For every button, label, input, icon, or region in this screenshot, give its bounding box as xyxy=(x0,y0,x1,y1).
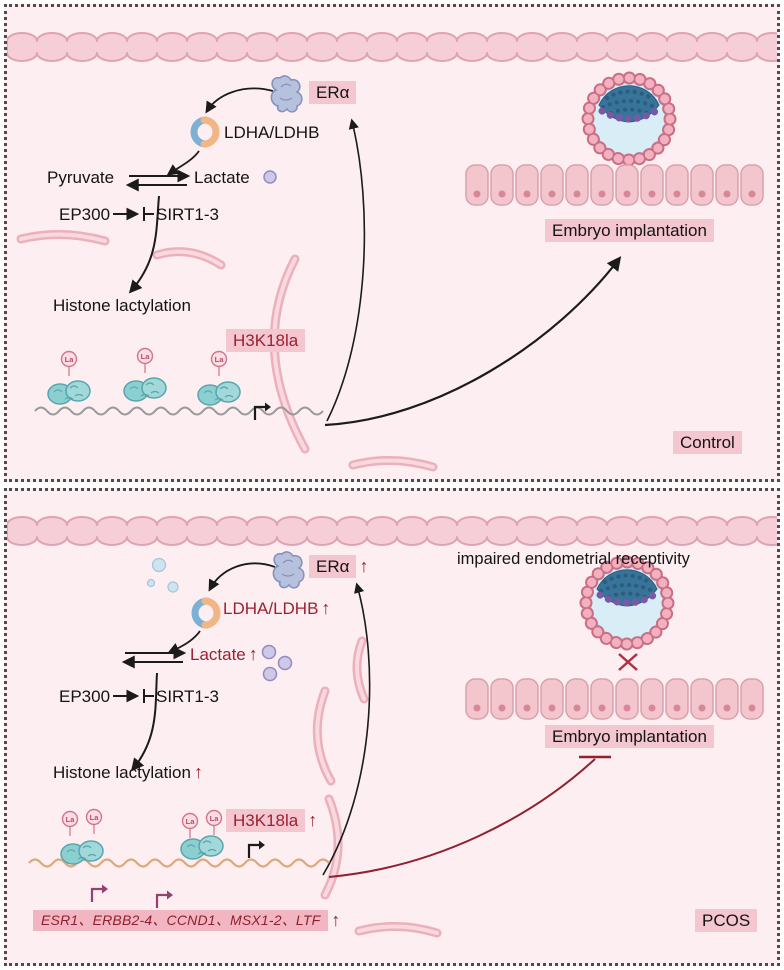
lactate-label: Lactate xyxy=(194,167,250,188)
transcription-arrow-icon xyxy=(155,889,175,910)
control-panel: La La La ERα LDHA/LDHB Pyruvate Lactate … xyxy=(4,4,780,482)
la-tag-label: La xyxy=(90,813,100,822)
la-tag-label: La xyxy=(65,355,75,364)
nucleosome-icon xyxy=(180,835,224,860)
arrow-era-to-ldh xyxy=(205,87,274,114)
h3k18la-increase-arrow: ↑ xyxy=(308,810,318,831)
blastocyst-icon xyxy=(588,78,670,160)
panel-title-pcos-text: PCOS xyxy=(695,909,758,933)
lactate-molecule-icon xyxy=(263,170,277,184)
era-label-text: ERα xyxy=(309,81,357,105)
lactate-to-histone-arrow xyxy=(128,195,160,294)
nucleosome-icon xyxy=(197,381,241,406)
ldh-label: LDHA/LDHB xyxy=(224,122,319,143)
embryo-implantation-text: Embryo implantation xyxy=(545,725,714,749)
pyruvate-label-text: Pyruvate xyxy=(47,168,115,187)
embryo-implantation-label: Embryo implantation xyxy=(545,219,714,243)
feedback-arrow-to-era xyxy=(322,582,371,876)
transcription-arrow-icon xyxy=(247,839,267,860)
lactate-increase-arrow: ↑ xyxy=(248,644,258,664)
nucleosome-icon xyxy=(123,377,167,402)
era-protein-icon xyxy=(270,75,303,113)
lactate-molecule-icon xyxy=(261,644,293,682)
sirt-inhibition-bar xyxy=(143,689,154,703)
ldh-increase-arrow: ↑ xyxy=(321,598,331,618)
panel-title-pcos: PCOS xyxy=(695,909,758,933)
lactate-to-histone-arrow xyxy=(130,672,158,772)
cell-membrane xyxy=(7,516,777,546)
lactate-label-text: Lactate xyxy=(194,168,250,187)
nucleosome-icon xyxy=(47,380,91,405)
embryo-implantation-label: Embryo implantation xyxy=(545,725,714,749)
h3k18la-label-text: H3K18la xyxy=(226,809,306,833)
histone-lactylation-label: Histone lactylation ↑ xyxy=(53,761,203,784)
impaired-inhibition-arrow xyxy=(328,755,611,878)
transcription-arrow-icon xyxy=(90,883,110,904)
era-label-text: ERα xyxy=(309,555,357,579)
endometrial-epithelium xyxy=(465,678,764,720)
arrow-ldh-to-reaction xyxy=(167,630,201,654)
la-tag-label: La xyxy=(66,815,76,824)
lactate-label-text: Lactate xyxy=(190,644,246,664)
era-label: ERα ↑ xyxy=(309,555,369,579)
h3k18la-label-text: H3K18la xyxy=(226,329,306,353)
endometrial-epithelium xyxy=(465,164,764,206)
implantation-block-x xyxy=(618,653,638,671)
la-tag-label: La xyxy=(186,817,196,826)
ep300-label-text: EP300 xyxy=(59,687,111,706)
histone-lactylation-text: Histone lactylation xyxy=(53,296,191,315)
implantation-arrow xyxy=(324,256,622,427)
impaired-receptivity-text: impaired endometrial receptivity xyxy=(457,550,690,568)
ep300-label: EP300 xyxy=(59,204,110,225)
ldh-label-text: LDHA/LDHB xyxy=(223,598,319,618)
ldh-enzyme-icon xyxy=(195,601,217,625)
lactate-label: Lactate ↑ xyxy=(190,643,258,666)
embryo-implantation-text: Embryo implantation xyxy=(545,219,714,243)
sirt-label: SIRT1-3 xyxy=(156,204,219,225)
er-tubule-icon xyxy=(312,636,442,938)
feedback-arrow-to-era xyxy=(326,118,366,422)
arrow-ldh-to-reaction xyxy=(166,150,200,176)
panel-title-control: Control xyxy=(673,431,742,455)
h3k18la-label: H3K18la ↑ xyxy=(226,809,318,833)
secreted-vesicles xyxy=(146,557,179,593)
upregulated-genes-label: ESR1、ERBB2-4、CCND1、MSX1-2、LTF ↑ xyxy=(33,909,340,932)
la-tag-label: La xyxy=(210,814,220,823)
era-increase-arrow: ↑ xyxy=(359,556,369,577)
histone-lactylation-label: Histone lactylation xyxy=(53,295,191,316)
upregulated-genes-text: ESR1、ERBB2-4、CCND1、MSX1-2、LTF xyxy=(33,909,329,931)
panel-title-control-text: Control xyxy=(673,431,742,455)
impaired-receptivity-label: impaired endometrial receptivity xyxy=(457,549,690,570)
ep300-label-text: EP300 xyxy=(59,205,111,224)
cell-membrane xyxy=(7,32,777,62)
sirt-label: SIRT1-3 xyxy=(156,686,219,707)
sirt-label-text: SIRT1-3 xyxy=(156,687,219,706)
ldh-label: LDHA/LDHB ↑ xyxy=(223,597,330,620)
la-tag-label: La xyxy=(215,355,225,364)
histone-lactylation-text: Histone lactylation xyxy=(53,762,191,782)
ldh-label-text: LDHA/LDHB xyxy=(224,123,320,142)
arrow-era-to-ldh xyxy=(208,562,276,592)
la-tag-label: La xyxy=(141,352,151,361)
era-protein-icon xyxy=(272,551,305,589)
dna-strand xyxy=(34,406,324,416)
blastocyst-icon xyxy=(586,562,668,644)
histone-increase-arrow: ↑ xyxy=(193,762,203,782)
ep300-label: EP300 xyxy=(59,686,110,707)
nucleosome-icon xyxy=(60,840,104,865)
genes-increase-arrow: ↑ xyxy=(331,910,341,930)
sirt-label-text: SIRT1-3 xyxy=(156,205,219,224)
pcos-panel: La La La La ERα ↑ impaired endometrial r… xyxy=(4,488,780,966)
era-label: ERα xyxy=(309,81,357,105)
ldh-enzyme-icon xyxy=(194,120,216,144)
h3k18la-label: H3K18la xyxy=(226,329,306,353)
pyruvate-label: Pyruvate xyxy=(47,167,114,188)
sirt-inhibition-bar xyxy=(143,207,154,221)
